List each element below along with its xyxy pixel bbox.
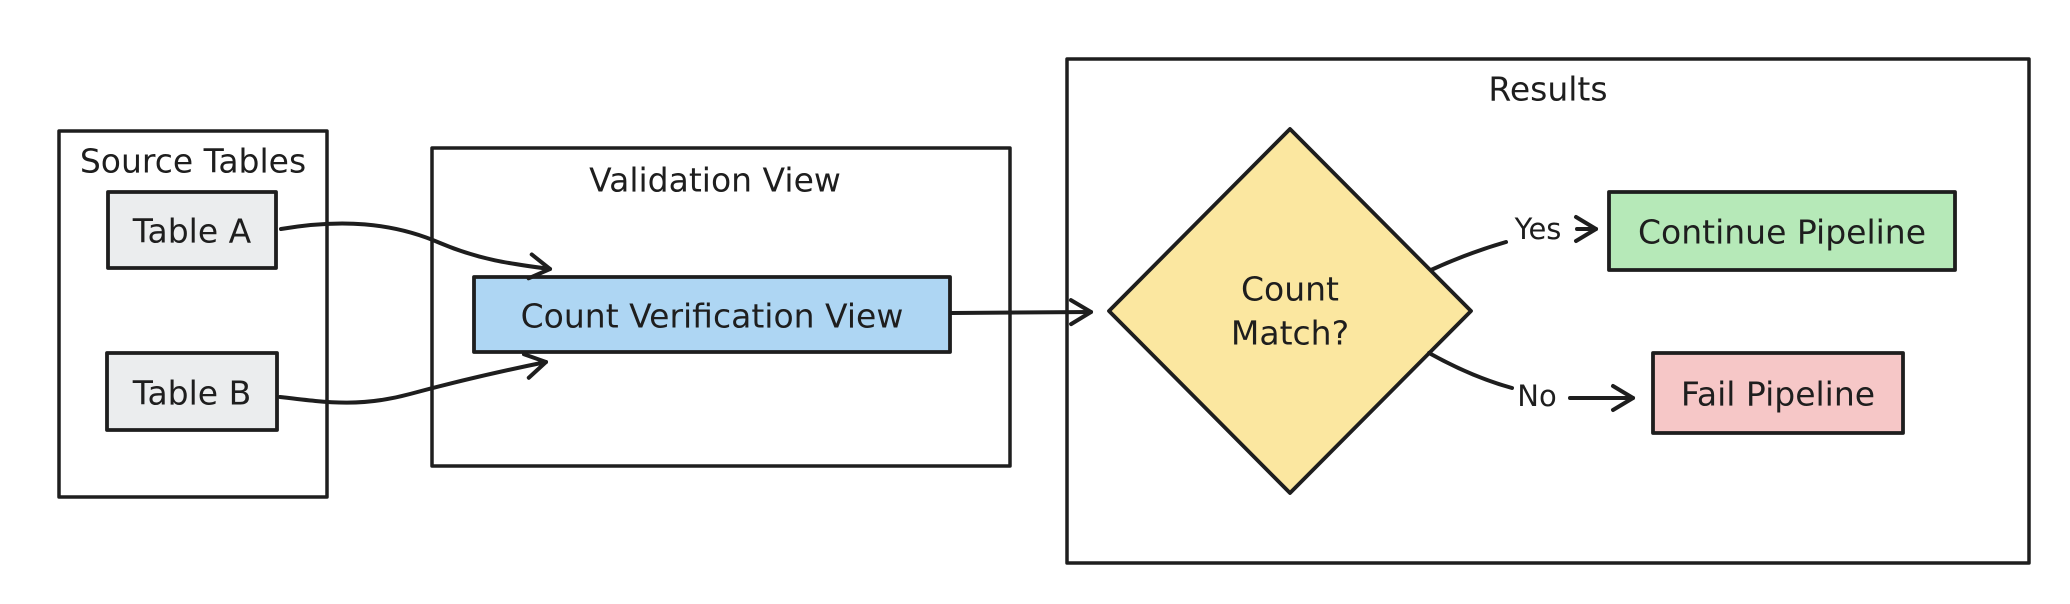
table-a-label: Table A bbox=[132, 212, 252, 251]
table-a-node bbox=[106, 190, 278, 270]
no-edge-label: No bbox=[1517, 379, 1556, 413]
fail-pipeline-label: Fail Pipeline bbox=[1681, 375, 1875, 414]
table-b-node bbox=[105, 351, 279, 432]
count-verification-view-node bbox=[472, 275, 952, 354]
arrow-table-a-to-view bbox=[279, 221, 552, 281]
validation-view-title: Validation View bbox=[589, 161, 841, 200]
yes-edge-label: Yes bbox=[1514, 212, 1562, 246]
table-b-label: Table B bbox=[132, 374, 251, 413]
arrow-view-to-decision bbox=[950, 298, 1093, 327]
count-match-label-line2: Match? bbox=[1231, 314, 1349, 353]
count-match-decision-node bbox=[1107, 127, 1473, 495]
count-match-label-line1: Count bbox=[1241, 270, 1339, 309]
edge-yes-line bbox=[1429, 240, 1508, 272]
fail-pipeline-node bbox=[1651, 351, 1905, 435]
count-verification-view-label: Count Verification View bbox=[521, 297, 904, 336]
source-tables-container bbox=[57, 129, 329, 499]
continue-pipeline-label: Continue Pipeline bbox=[1638, 213, 1926, 252]
edge-no-line bbox=[1427, 351, 1514, 390]
continue-pipeline-node bbox=[1607, 190, 1957, 272]
source-tables-title: Source Tables bbox=[80, 142, 306, 181]
results-title: Results bbox=[1488, 70, 1607, 109]
arrow-table-b-to-view bbox=[278, 352, 548, 405]
